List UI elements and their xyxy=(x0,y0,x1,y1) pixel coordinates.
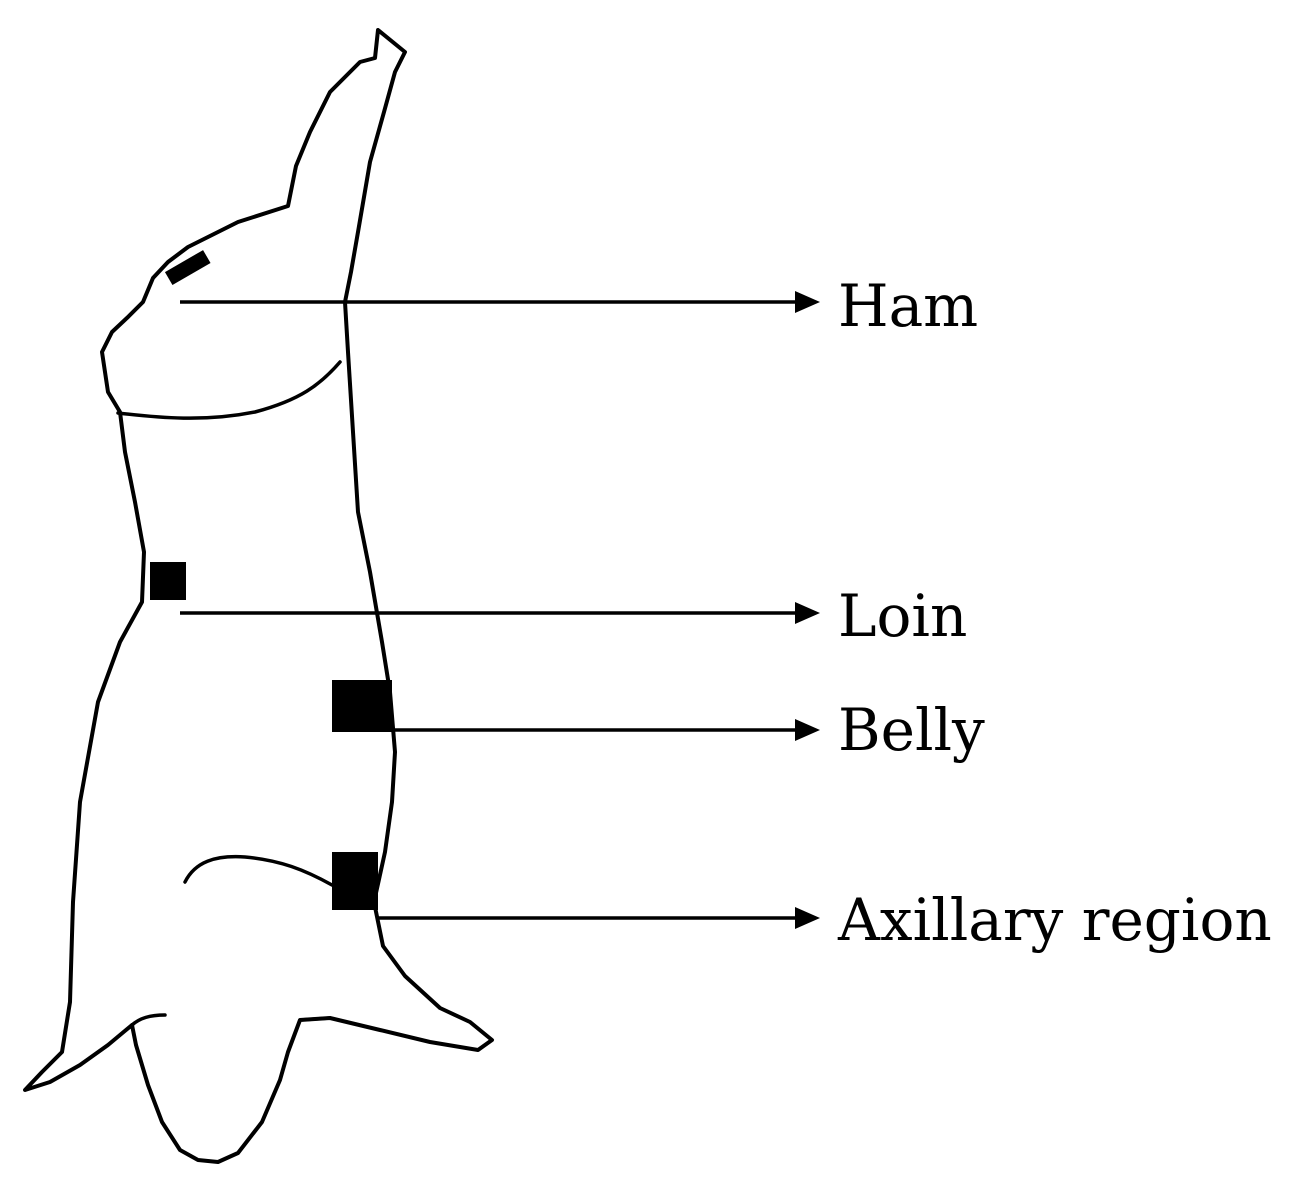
belly-label: Belly xyxy=(838,696,985,764)
belly-arrow xyxy=(392,719,820,741)
axillary-arrow xyxy=(378,907,820,929)
ham-label: Ham xyxy=(838,272,978,340)
ham-arrow xyxy=(180,291,820,313)
ham-division-line xyxy=(116,360,342,420)
axillary-sampling-site xyxy=(332,852,378,910)
belly-sampling-site xyxy=(332,680,392,732)
loin-label: Loin xyxy=(838,582,967,650)
loin-sampling-site xyxy=(150,562,186,600)
shoulder-division-line xyxy=(183,854,334,887)
loin-arrow xyxy=(180,602,820,624)
axillary-region-label: Axillary region xyxy=(837,886,1272,954)
leg-inner-line xyxy=(130,1013,332,1027)
carcass-outline xyxy=(23,28,494,1164)
ham-sampling-site xyxy=(164,250,211,286)
